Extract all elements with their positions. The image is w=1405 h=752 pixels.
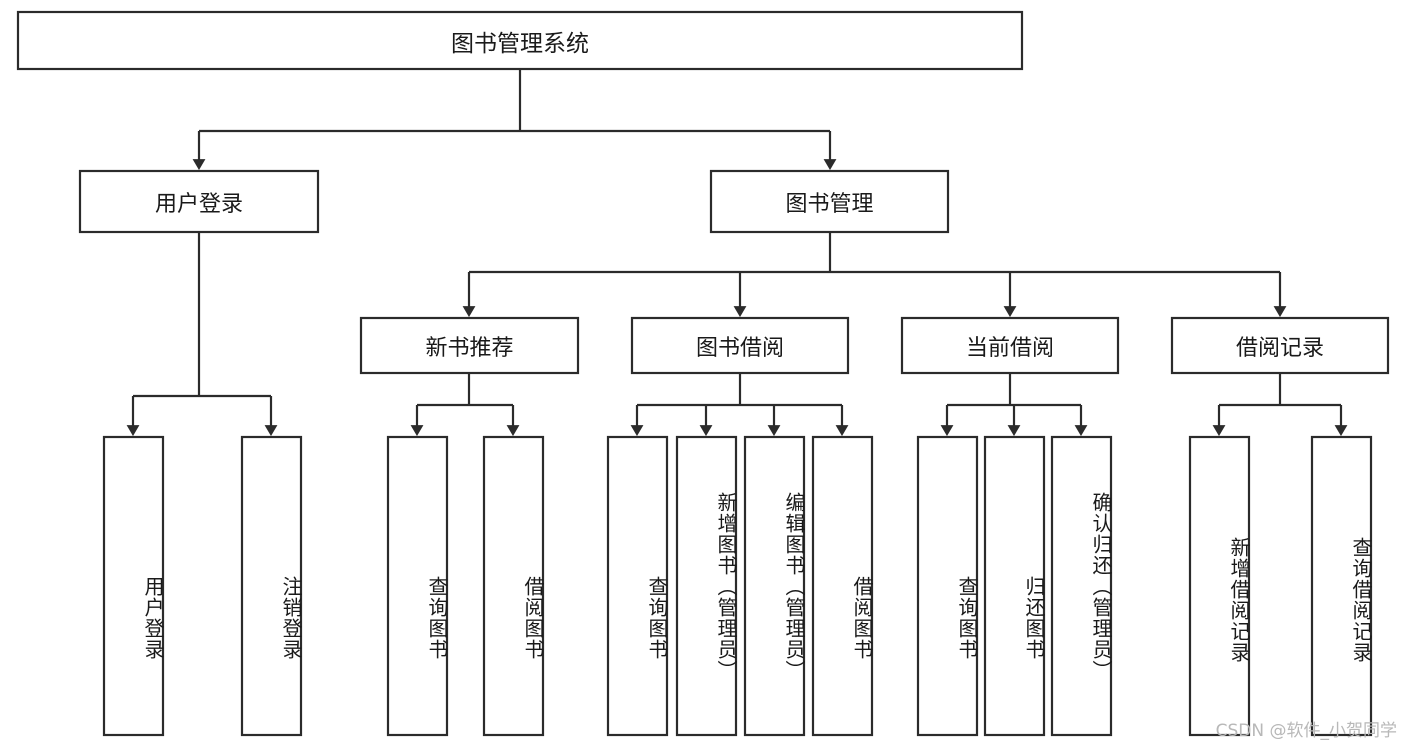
- node-borrow-record[interactable]: [1170, 316, 1390, 375]
- node-leaf-edit-book-admin[interactable]: [743, 435, 806, 737]
- node-leaf-query-borrow-record[interactable]: [1310, 435, 1373, 737]
- node-root-book-management-system[interactable]: [16, 10, 1024, 71]
- node-leaf-confirm-return-admin[interactable]: [1050, 435, 1113, 737]
- node-leaf-borrow-book[interactable]: [811, 435, 874, 737]
- node-new-book-recommend[interactable]: [359, 316, 580, 375]
- node-leaf-return-book[interactable]: [983, 435, 1046, 737]
- node-leaf-query-book-borrow[interactable]: [606, 435, 669, 737]
- node-leaf-borrow-book-newbook[interactable]: [482, 435, 545, 737]
- node-book-borrow[interactable]: [630, 316, 850, 375]
- node-leaf-logout[interactable]: [240, 435, 303, 737]
- node-leaf-user-login[interactable]: [102, 435, 165, 737]
- connector-layer: [126, 69, 1348, 437]
- node-current-borrow[interactable]: [900, 316, 1120, 375]
- node-leaf-add-borrow-record[interactable]: [1188, 435, 1251, 737]
- node-leaf-query-book-current[interactable]: [916, 435, 979, 737]
- node-leaf-add-book-admin[interactable]: [675, 435, 738, 737]
- node-layer: [16, 10, 1390, 737]
- node-leaf-query-book-newbook[interactable]: [386, 435, 449, 737]
- node-book-management[interactable]: [709, 169, 950, 234]
- node-user-login[interactable]: [78, 169, 320, 234]
